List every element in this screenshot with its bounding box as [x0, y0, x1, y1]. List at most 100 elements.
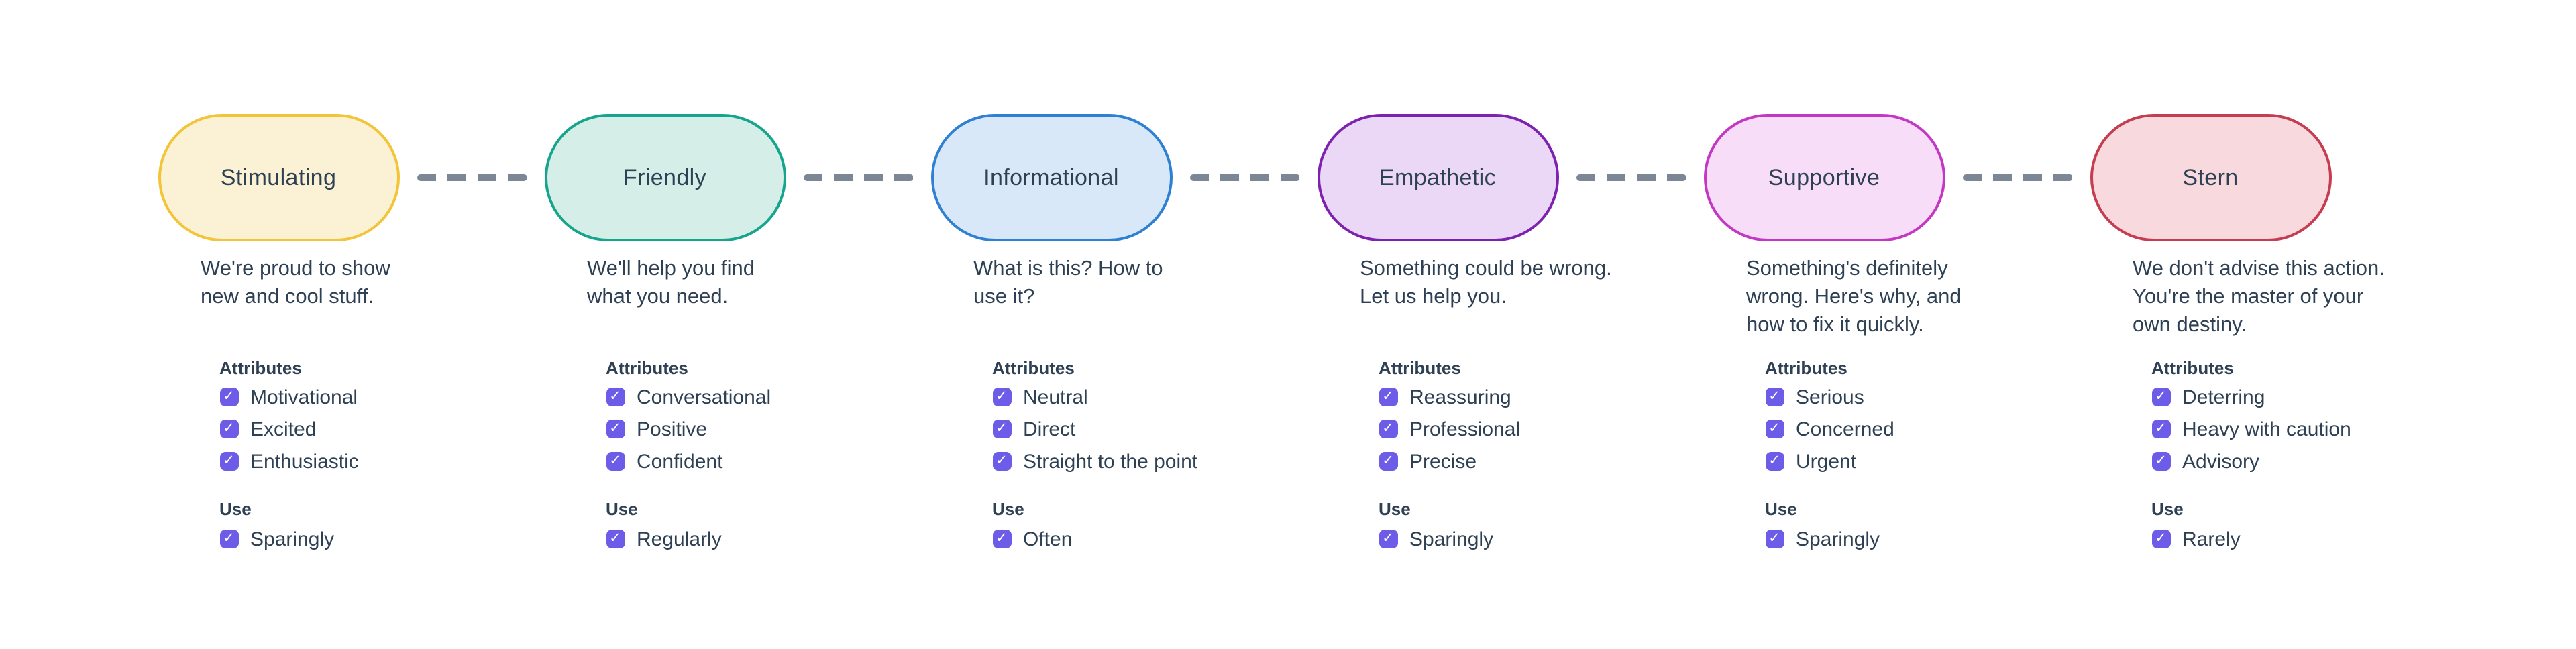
dashed-connector [1576, 174, 1686, 181]
use-list: ✓ Sparingly [1765, 528, 2090, 562]
tone-pill-label: Friendly [623, 164, 707, 190]
checkbox[interactable]: ✓ [1379, 420, 1397, 438]
attributes-list: ✓ Reassuring ✓ Professional ✓ Precise [1379, 386, 1703, 484]
use-header: Use [219, 499, 252, 519]
checkbox-label: Precise [1409, 450, 1477, 473]
checkbox-row: ✓ Neutral [992, 386, 1317, 408]
checkbox-label: Rarely [2182, 528, 2241, 550]
checkbox[interactable]: ✓ [606, 388, 625, 406]
checkbox-row: ✓ Excited [219, 418, 544, 440]
tone-pill-label: Stimulating [220, 164, 337, 190]
checkbox[interactable]: ✓ [219, 420, 238, 438]
attributes-header: Attributes [219, 358, 302, 378]
checkmark-icon: ✓ [1768, 452, 1780, 469]
checkmark-icon: ✓ [2155, 420, 2167, 436]
checkbox-label: Straight to the point [1023, 450, 1198, 473]
checkbox[interactable]: ✓ [992, 388, 1011, 406]
tone-pill-label: Empathetic [1379, 164, 1497, 190]
attributes-list: ✓ Conversational ✓ Positive ✓ Confident [606, 386, 930, 484]
checkbox-label: Conversational [637, 386, 771, 408]
checkbox-row: ✓ Professional [1379, 418, 1703, 440]
use-list: ✓ Sparingly [219, 528, 544, 562]
checkbox[interactable]: ✓ [1765, 452, 1784, 471]
checkbox[interactable]: ✓ [2151, 388, 2170, 406]
tone-column: Stern We don't advise this action. You'r… [2090, 0, 2476, 649]
checkmark-icon: ✓ [996, 530, 1008, 546]
checkmark-icon: ✓ [223, 530, 235, 546]
attributes-list: ✓ Motivational ✓ Excited ✓ Enthusiastic [219, 386, 544, 484]
tone-column: Friendly We'll help you find what you ne… [544, 0, 930, 649]
checkbox[interactable]: ✓ [1379, 530, 1397, 548]
checkbox[interactable]: ✓ [1765, 530, 1784, 548]
checkmark-icon: ✓ [996, 420, 1008, 436]
use-header: Use [1379, 499, 1411, 519]
tone-description: What is this? How to use it? [973, 257, 1163, 308]
checkbox-label: Sparingly [1409, 528, 1494, 550]
checkbox[interactable]: ✓ [219, 530, 238, 548]
tone-column: Informational What is this? How to use i… [930, 0, 1317, 649]
checkbox-row: ✓ Serious [1765, 386, 2090, 408]
checkbox-label: Regularly [637, 528, 722, 550]
checkbox-row: ✓ Straight to the point [992, 450, 1317, 473]
checkbox[interactable]: ✓ [2151, 530, 2170, 548]
dashed-connector [803, 174, 913, 181]
tone-pill-label: Supportive [1768, 164, 1880, 190]
checkbox[interactable]: ✓ [606, 530, 625, 548]
checkmark-icon: ✓ [609, 388, 621, 404]
checkmark-icon: ✓ [2155, 388, 2167, 404]
checkbox-label: Sparingly [1796, 528, 1880, 550]
tone-pill: Empathetic [1317, 114, 1558, 241]
checkmark-icon: ✓ [223, 452, 235, 469]
checkmark-icon: ✓ [609, 530, 621, 546]
checkbox-label: Deterring [2182, 386, 2265, 408]
checkbox[interactable]: ✓ [2151, 420, 2170, 438]
checkbox[interactable]: ✓ [1379, 452, 1397, 471]
use-list: ✓ Regularly [606, 528, 930, 562]
checkmark-icon: ✓ [1768, 530, 1780, 546]
checkbox[interactable]: ✓ [606, 452, 625, 471]
checkbox[interactable]: ✓ [1379, 388, 1397, 406]
checkbox-row: ✓ Concerned [1765, 418, 2090, 440]
attributes-header: Attributes [606, 358, 688, 378]
checkbox-row: ✓ Sparingly [1765, 528, 2090, 550]
tone-pill-label: Informational [983, 164, 1119, 190]
checkbox-label: Reassuring [1409, 386, 1511, 408]
checkmark-icon: ✓ [996, 452, 1008, 469]
checkbox[interactable]: ✓ [992, 420, 1011, 438]
checkmark-icon: ✓ [223, 388, 235, 404]
checkbox-label: Direct [1023, 418, 1076, 440]
tone-pill: Supportive [1703, 114, 1945, 241]
tone-description: We're proud to show new and cool stuff. [201, 257, 390, 308]
tone-description: Something could be wrong. Let us help yo… [1360, 257, 1612, 308]
checkbox[interactable]: ✓ [606, 420, 625, 438]
use-header: Use [2151, 499, 2184, 519]
checkbox-row: ✓ Regularly [606, 528, 930, 550]
checkbox[interactable]: ✓ [1765, 388, 1784, 406]
tone-pill-label: Stern [2182, 164, 2239, 190]
checkbox[interactable]: ✓ [2151, 452, 2170, 471]
attributes-header: Attributes [1379, 358, 1461, 378]
checkbox[interactable]: ✓ [992, 530, 1011, 548]
tone-pill: Stimulating [158, 114, 399, 241]
tone-description: Something's definitely wrong. Here's why… [1746, 257, 1962, 337]
checkbox[interactable]: ✓ [219, 388, 238, 406]
checkbox[interactable]: ✓ [992, 452, 1011, 471]
checkbox-row: ✓ Deterring [2151, 386, 2476, 408]
checkbox-label: Often [1023, 528, 1073, 550]
checkbox[interactable]: ✓ [1765, 420, 1784, 438]
checkbox-row: ✓ Reassuring [1379, 386, 1703, 408]
tone-pill: Informational [930, 114, 1172, 241]
checkmark-icon: ✓ [223, 420, 235, 436]
checkbox-label: Concerned [1796, 418, 1894, 440]
checkmark-icon: ✓ [609, 452, 621, 469]
checkmark-icon: ✓ [609, 420, 621, 436]
tone-description: We'll help you find what you need. [587, 257, 755, 308]
tone-description: We don't advise this action. You're the … [2133, 257, 2385, 337]
checkmark-icon: ✓ [2155, 452, 2167, 469]
checkbox[interactable]: ✓ [219, 452, 238, 471]
checkbox-label: Excited [250, 418, 317, 440]
checkmark-icon: ✓ [1382, 530, 1394, 546]
checkbox-row: ✓ Direct [992, 418, 1317, 440]
checkbox-label: Serious [1796, 386, 1864, 408]
checkbox-label: Positive [637, 418, 708, 440]
